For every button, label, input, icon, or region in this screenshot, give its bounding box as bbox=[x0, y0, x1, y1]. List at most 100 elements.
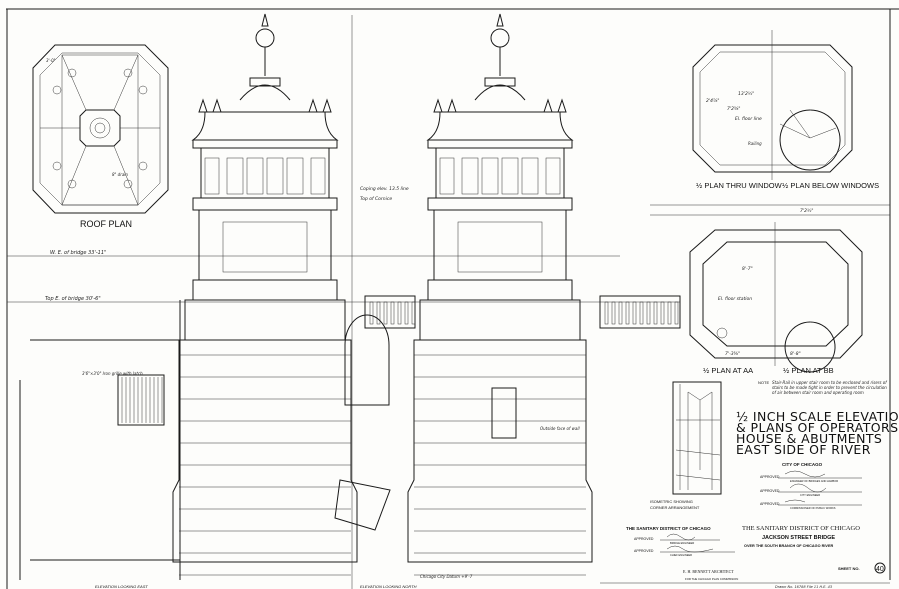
datum-note: Chicago City Datum +9'-7 bbox=[420, 574, 473, 579]
approved-label: APPROVED bbox=[760, 489, 780, 493]
window bbox=[501, 157, 519, 195]
coping-note: Coping elev. 13.5 line bbox=[360, 186, 409, 192]
dome bbox=[474, 77, 526, 101]
approved-label: APPROVED bbox=[634, 537, 654, 541]
sheet-label: SHEET NO. bbox=[838, 566, 860, 571]
window bbox=[481, 157, 499, 195]
signatures bbox=[784, 470, 827, 503]
abutment bbox=[407, 339, 593, 563]
roof-urn bbox=[447, 98, 457, 113]
roof-urn bbox=[557, 98, 567, 113]
plan-dim: 7'2½" bbox=[800, 207, 813, 214]
window bbox=[521, 157, 539, 195]
roof-dim: 3'-0" bbox=[46, 58, 56, 63]
plan-dim: 7'-3⅝" bbox=[725, 351, 740, 357]
project-owner: THE SANITARY DISTRICT OF CHICAGO bbox=[742, 525, 860, 532]
operating-room-wall bbox=[198, 209, 332, 281]
roof-urn bbox=[433, 98, 443, 113]
lamp-globe bbox=[490, 28, 510, 48]
sanitary-approval-block: THE SANITARY DISTRICT OF CHICAGO APPROVE… bbox=[626, 526, 735, 557]
wall-grille bbox=[491, 387, 517, 439]
plan-dim: 2'4⅞" bbox=[706, 98, 719, 104]
sheet-number: 40 bbox=[876, 566, 884, 573]
plan-dim: 7'2⅝" bbox=[727, 106, 740, 112]
plan-at-bb-label: ½ PLAN AT BB bbox=[783, 366, 834, 375]
roof-urn bbox=[543, 98, 553, 113]
plan-dim: El. floor line bbox=[735, 116, 762, 122]
cornice-note: Top of Cornice bbox=[360, 196, 392, 202]
elevations bbox=[19, 13, 681, 580]
operating-room-wall bbox=[433, 209, 567, 281]
balustrade bbox=[364, 295, 416, 329]
drawing-title: ½ INCH SCALE ELEVATIONS & PLANS OF OPERA… bbox=[736, 409, 899, 457]
drawing-reference: Drawn No. 16788 File 11 H.E. 43 bbox=[775, 585, 832, 589]
elevation-east-caption: ELEVATION LOOKING EAST bbox=[95, 584, 148, 589]
finial bbox=[261, 13, 269, 27]
plan-dim: 13'2½" bbox=[738, 90, 754, 97]
roof-drain-dim: 8" drain bbox=[112, 172, 128, 177]
grille-note: 3'6"×3'0" Iron grille with latch bbox=[82, 371, 143, 376]
window bbox=[286, 157, 304, 195]
city-heading: CITY OF CHICAGO bbox=[782, 462, 823, 467]
plan-below-windows-label: ½ PLAN BELOW WINDOWS bbox=[782, 181, 879, 190]
lower-plans: 8'-7" 7'2½" 7'-3⅝" 8'-8" El. floor stati… bbox=[650, 204, 890, 375]
tower-elevation-north bbox=[407, 13, 593, 576]
bridge-level-note: Top E. of bridge 30'-6" bbox=[45, 296, 101, 302]
approved-label: APPROVED bbox=[760, 475, 780, 479]
project-name: JACKSON STREET BRIDGE bbox=[762, 535, 835, 541]
title-line: & PLANS OF OPERATORS bbox=[736, 420, 898, 435]
window bbox=[266, 157, 284, 195]
isometric-caption: ISOMETRIC SHOWING bbox=[650, 499, 693, 504]
isometric-detail: ISOMETRIC SHOWING CORNER ARRANGEMENT bbox=[650, 381, 722, 510]
lamp-globe bbox=[255, 28, 275, 48]
plan-at-aa-label: ½ PLAN AT AA bbox=[703, 366, 753, 375]
isometric-caption: CORNER ARRANGEMENT bbox=[650, 505, 700, 510]
approver-role: CHIEF ENGINEER bbox=[670, 553, 692, 557]
approver-role: CITY ENGINEER bbox=[800, 493, 820, 497]
upper-plans: 13'2½" 2'4⅞" 7'2⅝" El. floor line Railin… bbox=[692, 30, 879, 190]
roof bbox=[426, 111, 574, 141]
architect-client: FOR THE CHICAGO PLAN COMMISSION bbox=[685, 577, 738, 581]
approver-role: BRIDGE ENGINEER bbox=[670, 541, 694, 545]
elevation-north-caption: ELEVATION LOOKING NORTH bbox=[360, 584, 417, 589]
roof-plan: 3'-0" 8" drain ROOF PLAN bbox=[32, 44, 169, 229]
stair-note: NOTE Stair-Rail in upper stair room to b… bbox=[758, 380, 887, 395]
roof-urn bbox=[322, 98, 332, 113]
approved-label: APPROVED bbox=[634, 549, 654, 553]
dome bbox=[239, 77, 291, 101]
approved-label: APPROVED bbox=[760, 502, 780, 506]
roof-urn bbox=[198, 98, 208, 113]
project-block: THE SANITARY DISTRICT OF CHICAGO JACKSON… bbox=[742, 525, 886, 574]
title-line: ½ INCH SCALE ELEVATIONS bbox=[736, 409, 899, 424]
title-line: HOUSE & ABUTMENTS bbox=[736, 431, 882, 446]
tower-elevation-east bbox=[172, 13, 358, 576]
note-text: Stair-Rail in upper stair room to be enc… bbox=[772, 380, 887, 395]
plan-dim: Railing bbox=[748, 141, 762, 146]
plan-dim: El. floor station bbox=[718, 296, 752, 302]
wall-note: Outside face of wall bbox=[540, 426, 580, 431]
roof bbox=[191, 111, 339, 141]
window bbox=[246, 157, 264, 195]
signatures bbox=[666, 533, 714, 553]
approver-role: COMMISSIONER OF PUBLIC WORKS bbox=[790, 506, 836, 510]
sanitary-heading: THE SANITARY DISTRICT OF CHICAGO bbox=[626, 526, 711, 531]
plan-dim: 8'-8" bbox=[790, 351, 801, 357]
city-approval-block: CITY OF CHICAGO APPROVED ENGINEER OF BRI… bbox=[760, 462, 862, 510]
finial bbox=[496, 13, 504, 27]
window-band bbox=[435, 147, 565, 199]
iron-grille bbox=[117, 374, 165, 426]
abutment bbox=[172, 339, 358, 563]
approver-role: ENGINEER OF BRIDGES AND HARBOR bbox=[790, 479, 838, 483]
note-label: NOTE bbox=[758, 380, 769, 385]
plan-thru-window-label: ½ PLAN THRU WINDOW bbox=[696, 181, 783, 190]
window bbox=[461, 157, 479, 195]
balustrade bbox=[599, 295, 681, 329]
roof-urn bbox=[212, 98, 222, 113]
project-location: OVER THE SOUTH BRANCH OF CHICAGO RIVER bbox=[744, 544, 833, 548]
sheet-number-circle bbox=[874, 562, 886, 574]
bridge-level-note: W. E. of bridge 33'-11" bbox=[50, 250, 106, 256]
plan-dim: 8'-7" bbox=[742, 266, 753, 272]
roof-urn bbox=[308, 98, 318, 113]
